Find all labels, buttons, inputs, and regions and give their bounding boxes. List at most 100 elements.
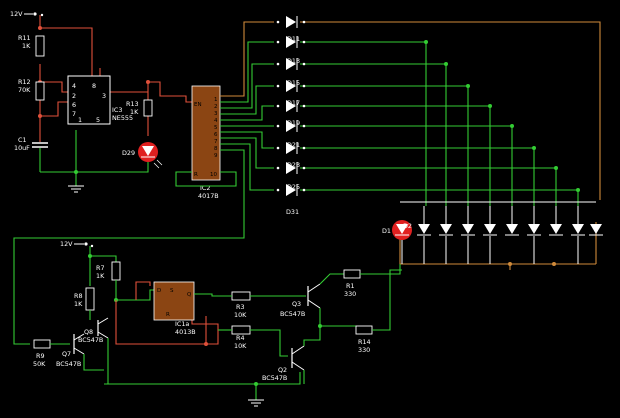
resistor-r8: R8 1K — [74, 287, 95, 311]
svg-text:Q2: Q2 — [278, 366, 287, 374]
ic1-name: IC1a — [175, 320, 189, 328]
led-d11 — [589, 224, 603, 236]
supply-12v-top: 12V — [10, 10, 44, 18]
svg-text:2: 2 — [72, 92, 76, 100]
resistor-r12: R12 70K — [18, 78, 45, 101]
led-d4 — [439, 224, 453, 236]
svg-text:D17: D17 — [287, 99, 300, 107]
supply-rail-red — [38, 15, 192, 136]
led-d29: D29 — [122, 142, 163, 169]
supply-top-label: 12V — [10, 10, 23, 18]
ic2-type: 4017B — [198, 192, 219, 200]
svg-text:1K: 1K — [130, 108, 139, 116]
svg-text:10K: 10K — [234, 342, 247, 350]
svg-text:8: 8 — [214, 146, 218, 152]
led-bar-row: D1 D2 — [382, 201, 603, 270]
svg-text:R3: R3 — [236, 303, 245, 311]
transistor-q8: Q8 BC547B — [78, 317, 109, 344]
svg-text:R1: R1 — [346, 282, 355, 290]
svg-text:Q8: Q8 — [84, 328, 93, 336]
led-d5 — [461, 224, 475, 236]
resistor-r1: R1 330 — [343, 269, 361, 298]
svg-text:330: 330 — [344, 290, 356, 298]
svg-text:EN: EN — [194, 102, 202, 108]
svg-text:10K: 10K — [234, 311, 247, 319]
ic1a-4013b: D S Q R IC1a 4013B — [153, 281, 196, 336]
svg-text:D15: D15 — [287, 79, 300, 87]
ic2-reset-wire — [175, 171, 237, 187]
svg-text:R9: R9 — [36, 352, 45, 360]
diode-row-1: D11 — [286, 35, 300, 48]
svg-text:BC547B: BC547B — [78, 336, 103, 344]
supply-12v-mid: 12V — [60, 240, 94, 248]
svg-text:50K: 50K — [33, 360, 46, 368]
diode-row-8: D25 — [286, 183, 300, 196]
led-d3 — [417, 224, 431, 236]
svg-text:1: 1 — [214, 97, 218, 103]
resistor-r7: R7 1K — [96, 261, 121, 281]
resistor-r13: R13 1K — [126, 99, 153, 117]
svg-text:330: 330 — [358, 346, 370, 354]
r12-name: R12 — [18, 78, 31, 86]
svg-text:2: 2 — [214, 104, 218, 110]
resistor-r9: R9 50K — [33, 339, 51, 368]
svg-text:R4: R4 — [236, 334, 245, 342]
led-d10 — [571, 224, 585, 236]
svg-text:9: 9 — [214, 153, 218, 159]
svg-text:1K: 1K — [74, 300, 83, 308]
svg-text:8: 8 — [92, 82, 96, 90]
svg-text:7: 7 — [72, 110, 76, 118]
svg-text:4: 4 — [214, 118, 218, 124]
ic3-type: NE555 — [112, 114, 133, 122]
d31-label: D31 — [286, 208, 299, 216]
svg-text:3: 3 — [102, 92, 106, 100]
svg-text:3: 3 — [214, 111, 218, 117]
r11-name: R11 — [18, 34, 31, 42]
diode-row-7: D23 — [286, 161, 300, 174]
svg-text:R8: R8 — [74, 292, 83, 300]
svg-text:D11: D11 — [287, 35, 300, 43]
resistor-r14: R14 330 — [355, 325, 373, 354]
ground-top — [40, 130, 149, 193]
svg-text:R14: R14 — [358, 338, 371, 346]
svg-text:5: 5 — [214, 125, 218, 131]
r12-value: 70K — [18, 86, 31, 94]
resistor-r11: R11 1K — [18, 34, 45, 57]
svg-text:5: 5 — [96, 116, 100, 124]
svg-text:4: 4 — [72, 82, 76, 90]
ic1-type: 4013B — [175, 328, 196, 336]
ic2-name: IC2 — [200, 184, 210, 192]
diode-row-0 — [286, 16, 298, 28]
svg-text:S: S — [170, 288, 174, 294]
led-d6 — [483, 224, 497, 236]
svg-text:D21: D21 — [287, 141, 300, 149]
resistor-r3: R3 10K — [231, 291, 251, 319]
diode-row-4: D17 — [286, 99, 300, 112]
svg-text:1K: 1K — [96, 272, 105, 280]
svg-text:D19: D19 — [287, 119, 300, 127]
svg-text:D29: D29 — [122, 149, 135, 157]
svg-text:6: 6 — [214, 132, 218, 138]
svg-text:R: R — [166, 312, 170, 318]
r11-value: 1K — [22, 42, 31, 50]
decoder-diode-array: D11 D13 D15 D17 D19 D21 D23 D25 D31 — [13, 16, 601, 345]
ic2-4017b: EN R 1 2 3 4 5 6 7 8 9 10 IC2 4017B — [191, 85, 221, 200]
transistor-q7: Q7 BC547B — [56, 333, 85, 368]
svg-text:BC547B: BC547B — [56, 360, 81, 368]
led-d8 — [527, 224, 541, 236]
svg-text:R7: R7 — [96, 264, 105, 272]
transistor-q2: Q2 BC547B — [262, 345, 305, 382]
led-d9 — [549, 224, 563, 236]
svg-text:BC547B: BC547B — [280, 310, 305, 318]
d1-label: D1 — [382, 227, 391, 235]
capacitor-c1: C1 10uF — [14, 116, 48, 172]
ic3-name: IC3 — [112, 106, 122, 114]
ic3-ne555: 4 8 2 6 3 1 5 7 IC3 NE555 — [67, 75, 133, 125]
supply-mid-label: 12V — [60, 240, 73, 248]
transistor-q3: Q3 BC547B — [280, 283, 321, 318]
svg-text:R: R — [194, 172, 198, 178]
diode-row-3: D15 — [286, 79, 300, 92]
svg-text:D: D — [157, 288, 161, 294]
